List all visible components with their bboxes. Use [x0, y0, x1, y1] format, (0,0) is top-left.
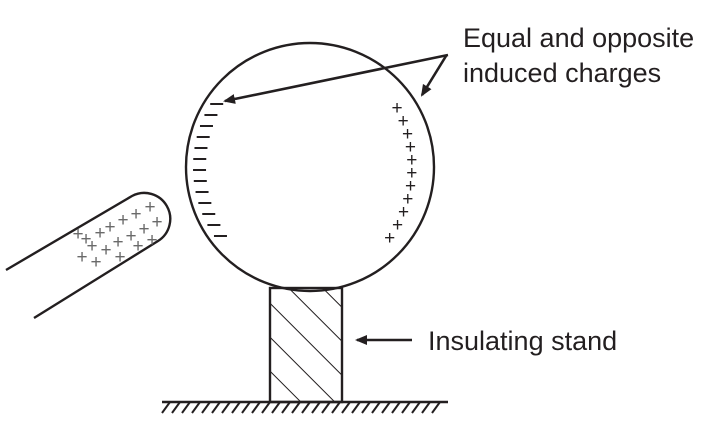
ground-hatch-mark — [371, 401, 381, 414]
ground-hatch-mark — [231, 401, 241, 414]
positive-charge: + — [398, 202, 409, 223]
ground-hatch-mark — [191, 401, 201, 414]
rod-positive-charge: + — [90, 252, 101, 273]
ground-hatch-mark — [391, 401, 401, 414]
positive-charge: + — [392, 98, 403, 119]
ground-hatch-mark — [401, 401, 411, 414]
ground-hatch-mark — [271, 401, 281, 414]
rod-positive-charge: + — [138, 219, 149, 240]
positive-charge: + — [384, 228, 395, 249]
rod-positive-charge: + — [132, 236, 143, 257]
ground — [161, 400, 448, 414]
arrow-to-positive-charges — [420, 55, 448, 97]
positive-charge: + — [405, 137, 416, 158]
ground-hatch-mark — [361, 401, 371, 414]
ground-hatch-mark — [161, 401, 171, 414]
rod-positive-charges: ++++++++++++++++++ — [72, 197, 162, 273]
rod-positive-charge: + — [86, 236, 97, 257]
label-charges-line1: Equal and opposite — [463, 23, 694, 53]
ground-hatch-mark — [421, 401, 431, 414]
induced-negative-charges — [193, 103, 227, 237]
ground-hatch-mark — [291, 401, 301, 414]
ground-hatch-mark — [171, 401, 181, 414]
rod-positive-charge: + — [104, 217, 115, 238]
ground-hatch-mark — [341, 401, 351, 414]
positive-charge: + — [398, 111, 409, 132]
rod-positive-charge: + — [114, 247, 125, 268]
rod-positive-charge: + — [72, 224, 83, 245]
rod-positive-charge: + — [76, 247, 87, 268]
rod-positive-charge: + — [94, 223, 105, 244]
ground-hatch-mark — [261, 401, 271, 414]
ground-hatch-mark — [411, 401, 421, 414]
ground-hatch-mark — [221, 401, 231, 414]
ground-hatch-mark — [431, 401, 441, 414]
rod-positive-charge: + — [112, 232, 123, 253]
rod-positive-charge: + — [144, 197, 155, 218]
conducting-sphere — [184, 41, 436, 293]
ground-hatch-mark — [311, 401, 321, 414]
ground-hatch-mark — [321, 401, 331, 414]
rod-positive-charge: + — [100, 240, 111, 261]
ground-hatch-mark — [301, 401, 311, 414]
positive-charge: + — [406, 163, 417, 184]
ground-hatch-marks — [161, 401, 441, 414]
rod-positive-charge: + — [151, 212, 162, 233]
ground-hatch-mark — [241, 401, 251, 414]
positive-charge: + — [405, 176, 416, 197]
positive-charge: + — [392, 215, 403, 236]
rod-positive-charge: + — [130, 204, 141, 225]
ground-hatch-mark — [351, 401, 361, 414]
ground-hatch-mark — [251, 401, 261, 414]
rod-positive-charge: + — [125, 226, 136, 247]
insulating-stand — [268, 286, 344, 404]
rod-positive-charge: + — [146, 230, 157, 251]
label-insulating-stand: Insulating stand — [428, 326, 617, 356]
ground-hatch-mark — [181, 401, 191, 414]
ground-hatch-mark — [381, 401, 391, 414]
arrow-to-negative-charges — [223, 53, 449, 104]
ground-hatch-mark — [281, 401, 291, 414]
charged-rod: ++++++++++++++++++ — [5, 191, 172, 320]
rod-positive-charge: + — [80, 229, 91, 250]
ground-hatch-mark — [201, 401, 211, 414]
induced-positive-charges: +++++++++++ — [384, 98, 417, 249]
ground-hatch-mark — [211, 401, 221, 414]
ground-hatch-mark — [331, 401, 341, 414]
label-charges-line2: induced charges — [463, 58, 661, 88]
positive-charge: + — [402, 189, 413, 210]
positive-charge: + — [406, 150, 417, 171]
rod-positive-charge: + — [117, 210, 128, 231]
positive-charge: + — [402, 124, 413, 145]
